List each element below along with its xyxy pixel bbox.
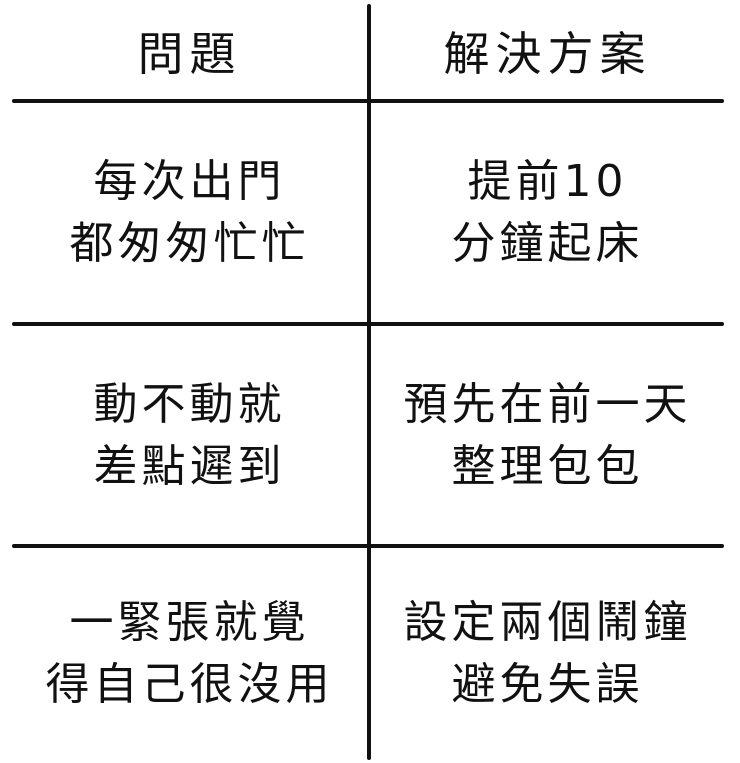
header-divider bbox=[12, 99, 724, 103]
problem-2-line-1: 動不動就 bbox=[93, 378, 286, 430]
problem-header: 問題 bbox=[137, 27, 242, 81]
problem-cell-3: 一緊張就覺 得自己很沒用 bbox=[12, 549, 367, 759]
row-divider-1 bbox=[12, 322, 724, 326]
solution-cell-1: 提前10 分鐘起床 bbox=[371, 104, 724, 322]
solution-1-line-2: 分鐘起床 bbox=[451, 218, 644, 269]
solution-1-line-1: 提前10 bbox=[467, 156, 628, 207]
solution-3-line-1: 設定兩個鬧鐘 bbox=[403, 597, 692, 648]
solution-cell-3: 設定兩個鬧鐘 避免失誤 bbox=[371, 549, 724, 759]
solution-2-line-1: 預先在前一天 bbox=[403, 378, 692, 430]
problem-3-line-2: 得自己很沒用 bbox=[45, 659, 334, 710]
problem-1-line-1: 每次出門 bbox=[93, 156, 286, 207]
solution-header-cell: 解決方案 bbox=[371, 10, 724, 98]
problem-cell-2: 動不動就 差點遲到 bbox=[12, 327, 367, 544]
solution-2-line-2: 整理包包 bbox=[451, 440, 644, 492]
solution-cell-2: 預先在前一天 整理包包 bbox=[371, 327, 724, 544]
problem-header-cell: 問題 bbox=[12, 10, 367, 98]
solution-3-line-2: 避免失誤 bbox=[451, 659, 644, 710]
row-divider-2 bbox=[12, 544, 724, 548]
solution-header: 解決方案 bbox=[443, 27, 652, 81]
column-divider bbox=[367, 4, 371, 760]
problem-2-line-2: 差點遲到 bbox=[93, 440, 286, 492]
problem-cell-1: 每次出門 都匆匆忙忙 bbox=[12, 104, 367, 322]
problem-3-line-1: 一緊張就覺 bbox=[69, 597, 310, 648]
problem-1-line-2: 都匆匆忙忙 bbox=[69, 218, 310, 269]
